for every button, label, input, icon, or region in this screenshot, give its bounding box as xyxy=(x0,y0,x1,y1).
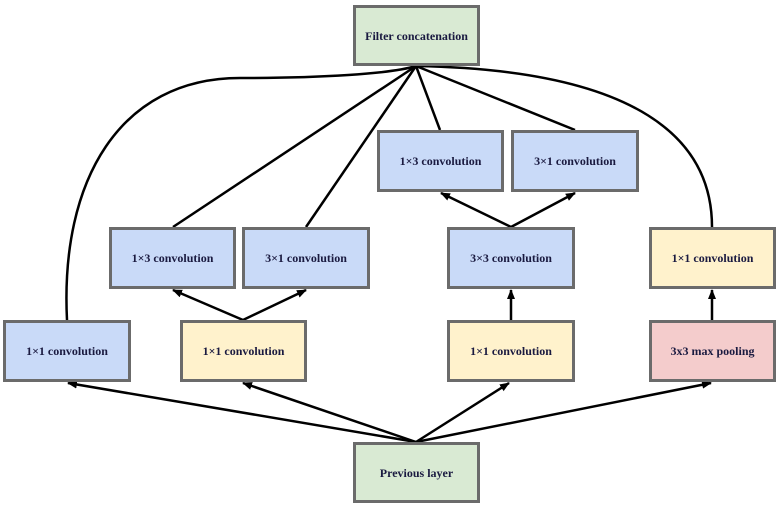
edge-b4-to-concat xyxy=(415,64,714,228)
branch4-max-pooling-box: 3x3 max pooling xyxy=(649,320,776,382)
branch1-conv-1x1-label: 1×1 convolution xyxy=(26,344,108,358)
branch3-conv-3x3-label: 3×3 convolution xyxy=(470,251,552,265)
edge-b1-to-concat xyxy=(65,64,417,321)
edge-b3-3x3-to-3x1 xyxy=(510,191,576,229)
edge-prev-to-pool xyxy=(415,380,712,444)
branch3-conv-1x3-label: 1×3 convolution xyxy=(399,154,482,168)
previous-layer-label: Previous layer xyxy=(379,465,454,480)
edge-b2-to-3x1 xyxy=(242,288,307,322)
previous-layer-box: Previous layer xyxy=(353,442,480,503)
branch2-conv-1x1-label: 1×1 convolution xyxy=(202,344,285,358)
branch4-conv-1x1-box: 1×1 convolution xyxy=(649,227,776,289)
branch3-conv-1x3-box: 1×3 convolution xyxy=(377,130,504,192)
edge-prev-to-branch3 xyxy=(415,381,510,444)
filter-concatenation-box: Filter concatenation xyxy=(353,5,480,66)
branch2-conv-1x1-box: 1×1 convolution xyxy=(180,320,307,382)
branch2-conv-3x1-box: 3×1 convolution xyxy=(242,227,370,289)
branch1-conv-1x1-box: 1×1 convolution xyxy=(3,320,131,382)
branch3-conv-3x1-label: 3×1 convolution xyxy=(534,154,616,168)
edge-b3-1x3-to-concat xyxy=(414,65,442,131)
filter-concatenation-label: Filter concatenation xyxy=(365,28,468,43)
edge-b2-1x3-to-concat xyxy=(172,64,417,229)
branch4-max-pooling-label: 3x3 max pooling xyxy=(670,344,755,358)
edge-b3-3x3-to-1x3 xyxy=(440,191,512,229)
edge-prev-to-branch2 xyxy=(242,381,417,444)
edge-prev-to-branch1 xyxy=(67,380,417,444)
edge-b2-to-1x3 xyxy=(172,288,244,322)
branch2-conv-3x1-label: 3×1 convolution xyxy=(265,251,347,265)
branch2-conv-1x3-label: 1×3 convolution xyxy=(131,251,214,265)
branch3-conv-1x1-label: 1×1 convolution xyxy=(470,344,552,358)
branch2-conv-1x3-box: 1×3 convolution xyxy=(109,227,236,289)
edge-b3-3x1-to-concat xyxy=(415,64,576,132)
edge-b2-3x1-to-concat xyxy=(304,65,418,228)
branch3-conv-1x1-box: 1×1 convolution xyxy=(447,320,575,382)
branch3-conv-3x3-box: 3×3 convolution xyxy=(447,227,575,289)
branch3-conv-3x1-box: 3×1 convolution xyxy=(511,130,639,192)
branch4-conv-1x1-label: 1×1 convolution xyxy=(671,251,754,265)
